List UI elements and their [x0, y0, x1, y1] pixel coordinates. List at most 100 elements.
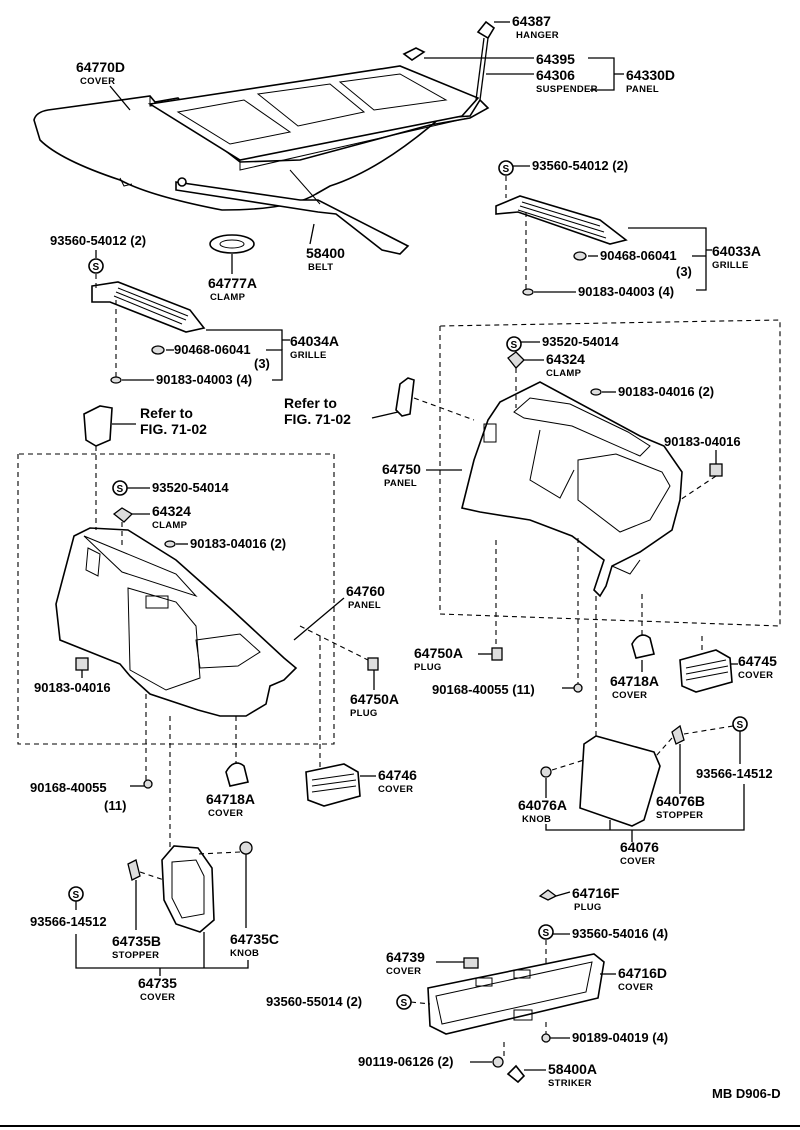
- part-no-64716d: 64716D: [618, 965, 667, 981]
- ref-bracket-left: [83, 405, 113, 447]
- part-no-64076b: 64076B: [656, 793, 705, 809]
- stopper-64076b: [671, 724, 685, 745]
- part-name-panel-left: PANEL: [348, 600, 381, 611]
- part-no-64777a: 64777A: [208, 275, 257, 291]
- qty-90468-left: (3): [254, 356, 270, 371]
- s-symbol-right-grille: S: [498, 160, 514, 176]
- plug-64750a-left: [367, 657, 379, 671]
- grille-64033a: [495, 195, 628, 245]
- nut-90183-04016-right: [709, 463, 723, 477]
- plug-64716f: [538, 889, 558, 901]
- part-no-93560-55014: 93560-55014 (2): [266, 994, 362, 1009]
- s-symbol-93566-right: S: [732, 716, 748, 732]
- part-name-cover-64076: COVER: [620, 856, 655, 867]
- clamp-64324-left-shape: [112, 507, 134, 523]
- part-no-64745: 64745: [738, 653, 777, 669]
- part-name-stopper-64735b: STOPPER: [112, 950, 159, 961]
- part-no-90183-04016-2-right: 90183-04016 (2): [618, 384, 714, 399]
- part-no-90119: 90119-06126 (2): [358, 1054, 453, 1069]
- part-no-64735b: 64735B: [112, 933, 161, 949]
- ref-fig-right-line1: Refer to: [284, 395, 337, 411]
- ref-fig-left-line1: Refer to: [140, 405, 193, 421]
- s-symbol-93560-55014: S: [396, 994, 412, 1010]
- part-no-64324-right: 64324: [546, 351, 585, 367]
- cover-64745: [679, 649, 733, 693]
- clamp-64324-right-shape: [507, 351, 525, 369]
- part-no-64330d: 64330D: [626, 67, 675, 83]
- part-no-90189: 90189-04019 (4): [572, 1030, 668, 1045]
- cover-64735: [161, 845, 215, 933]
- qty-90468-right: (3): [676, 264, 692, 279]
- grille-64034a: [91, 281, 206, 333]
- part-no-93560-54012-left: 93560-54012 (2): [50, 233, 146, 248]
- part-no-64306: 64306: [536, 67, 575, 83]
- part-name-grille-left: GRILLE: [290, 350, 327, 361]
- s-symbol-left-panel: S: [112, 480, 128, 496]
- striker-58400a-shape: [506, 1064, 526, 1084]
- part-no-90183-04016-left: 90183-04016: [34, 680, 111, 695]
- part-no-64750a-left: 64750A: [350, 691, 399, 707]
- s-symbol-93560-54016: S: [538, 924, 554, 940]
- nut-90183-04016-2-left: [164, 540, 176, 548]
- part-name-plug-left: PLUG: [350, 708, 378, 719]
- knob-64076a: [540, 766, 552, 778]
- cover-64076: [579, 735, 661, 827]
- part-name-clamp-left: CLAMP: [152, 520, 188, 531]
- nut-90468-left: [151, 345, 165, 355]
- svg-text:S: S: [93, 262, 100, 273]
- part-no-90183-04016-right: 90183-04016: [664, 434, 741, 449]
- part-no-64735c: 64735C: [230, 931, 279, 947]
- part-name-cover-64718a-left: COVER: [208, 808, 243, 819]
- qty-90168-left: (11): [104, 798, 126, 813]
- part-no-93560-54016: 93560-54016 (4): [572, 926, 668, 941]
- bolt-90119: [492, 1056, 504, 1068]
- part-name-stopper-64076b: STOPPER: [656, 810, 703, 821]
- quarter-panel-64760: [55, 527, 298, 717]
- svg-text:S: S: [543, 928, 550, 939]
- part-no-90468-left: 90468-06041: [174, 342, 251, 357]
- part-name-cover-64739: COVER: [386, 966, 421, 977]
- right-panel-group-box: [439, 319, 781, 627]
- part-name-cover-64735: COVER: [140, 992, 175, 1003]
- part-no-64034a: 64034A: [290, 333, 339, 349]
- stopper-64735b: [127, 859, 141, 881]
- knob-64735c: [239, 841, 253, 855]
- svg-text:S: S: [737, 720, 744, 731]
- part-no-64750a-right: 64750A: [414, 645, 463, 661]
- part-name-clamp: CLAMP: [210, 292, 246, 303]
- part-name-striker: STRIKER: [548, 1078, 592, 1089]
- part-no-93520-right: 93520-54014: [542, 334, 619, 349]
- svg-text:S: S: [73, 890, 80, 901]
- part-name-knob-64076a: KNOB: [522, 814, 551, 825]
- part-no-64718a-right: 64718A: [610, 673, 659, 689]
- part-name-plug-right: PLUG: [414, 662, 442, 673]
- nut-90183-04016-2-right: [590, 388, 602, 396]
- svg-text:S: S: [117, 484, 124, 495]
- part-name-panel: PANEL: [626, 84, 659, 95]
- part-name-belt: BELT: [308, 262, 333, 273]
- part-no-64395: 64395: [536, 51, 575, 67]
- part-no-64716f: 64716F: [572, 885, 620, 901]
- nut-90468-right: [573, 251, 587, 261]
- hanger-64387: [475, 20, 496, 101]
- part-no-64324-left: 64324: [152, 503, 191, 519]
- part-no-90168-left: 90168-40055: [30, 780, 107, 795]
- clip-90168-right: [573, 683, 583, 693]
- part-name-cover-64718a-right: COVER: [612, 690, 647, 701]
- s-symbol-left-grille: S: [88, 258, 104, 274]
- part-name-cover-64716d: COVER: [618, 982, 653, 993]
- part-name-hanger: HANGER: [516, 30, 559, 41]
- part-no-64076: 64076: [620, 839, 659, 855]
- part-no-64770d: 64770D: [76, 59, 125, 75]
- part-no-64076a: 64076A: [518, 797, 567, 813]
- trunk-trim-64716d: [427, 953, 605, 1035]
- part-no-64033a: 64033A: [712, 243, 761, 259]
- part-no-64387: 64387: [512, 13, 551, 29]
- part-name-cover: COVER: [80, 76, 115, 87]
- nut-90183-left: [110, 376, 122, 384]
- clamp-64777a: [209, 234, 255, 254]
- clip-90189: [541, 1033, 551, 1043]
- part-name-clamp-right: CLAMP: [546, 368, 582, 379]
- clip-64395: [402, 47, 426, 61]
- diagram-code: MB D906-D: [712, 1086, 781, 1101]
